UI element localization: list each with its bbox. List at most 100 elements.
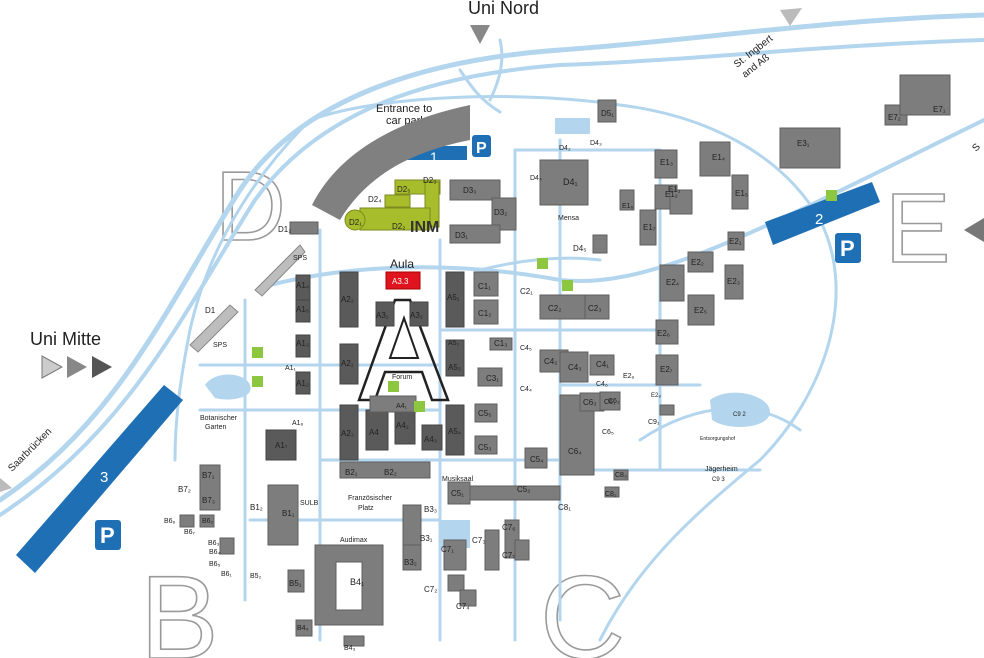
landmark-labels: Mensa Forum Audimax Musiksaal SULB Botan… — [200, 215, 738, 544]
building-label: C2₂ — [548, 304, 561, 313]
building-label: C7₄ — [456, 602, 470, 611]
botanischer-label-line1: Botanischer — [200, 415, 238, 422]
bus-stop-icon — [388, 381, 399, 392]
entrance-label-line1: Entrance to — [376, 103, 432, 115]
building-label: C9 2 — [733, 412, 746, 418]
building-label: D5₁ — [601, 109, 614, 118]
building-label: A1₄ — [296, 281, 309, 290]
building-labels: D1 D1₂ D2₁ D2₂ D2₃ D2₄ D2₅ D3₁ D3₂ D3₃ D… — [164, 105, 946, 652]
gate-uni-mitte: Uni Mitte — [30, 329, 101, 349]
building-label: A1₅ — [296, 305, 309, 314]
building-label: B5₁ — [289, 579, 302, 588]
building-label: C9 3 — [712, 477, 725, 483]
direction-arrow-icon — [67, 356, 87, 378]
building-label: A5₃ — [448, 363, 461, 372]
building-label: E1₃ — [660, 158, 673, 167]
bus-stop-icon — [826, 190, 837, 201]
building-label: D4₂ — [559, 145, 571, 152]
building-label: D3₂ — [494, 208, 507, 217]
forum-label: Forum — [392, 374, 412, 381]
building-inm[interactable] — [344, 179, 441, 231]
building-label: A2₂ — [341, 295, 354, 304]
parking-lot-2[interactable]: 2 — [765, 182, 880, 245]
jaegerheim-label: Jägerheim — [705, 466, 738, 473]
building-label: E2₂ — [691, 258, 704, 267]
building-label: C6₅ — [602, 429, 614, 436]
svg-text:P: P — [476, 140, 487, 157]
aula-building-label: A3.3 — [392, 277, 409, 286]
building-label: D4₄ — [530, 175, 542, 182]
building-label: D2₄ — [368, 195, 382, 204]
bus-stop-icons — [252, 190, 837, 412]
building-label: B1₁ — [282, 509, 295, 518]
building-label: A4₂ — [396, 421, 409, 430]
building-label: D3₁ — [455, 231, 468, 240]
building-label: D1₂ — [278, 225, 291, 234]
building-label: B3₁ — [420, 534, 433, 543]
musiksaal-label: Musiksaal — [442, 476, 474, 483]
bus-stop-icon — [414, 401, 425, 412]
building-label: C2₁ — [520, 287, 533, 296]
building-label: C1₂ — [478, 309, 491, 318]
building-label: D2₁ — [349, 218, 362, 227]
building-label: C4₂ — [544, 357, 557, 366]
building-label: A3₁ — [376, 311, 389, 320]
parking-lot-3-number: 3 — [100, 469, 108, 486]
building-label: B6₄ — [209, 549, 221, 556]
building-label: A1₇ — [275, 441, 288, 450]
building-label: B2₁ — [345, 468, 358, 477]
building-label: A1₃ — [296, 339, 309, 348]
building-label: B6₃ — [208, 540, 220, 547]
building-label: C4₅ — [520, 345, 532, 352]
building-label: A5₄ — [448, 427, 461, 436]
water-area — [555, 118, 590, 134]
parking-icon: P — [835, 233, 861, 263]
building-label: B7₃ — [202, 496, 215, 505]
building-label: E7₂ — [888, 113, 901, 122]
building-label: A5₁ — [447, 293, 460, 302]
building-label: E2₃ — [727, 277, 740, 286]
franz-platz-label-line1: Französischer — [348, 495, 393, 502]
building-label: D4₃ — [590, 140, 602, 147]
building-label: D2₅ — [397, 185, 410, 194]
audimax-label: Audimax — [340, 537, 368, 544]
building-label: A3₂ — [410, 311, 423, 320]
parking-lot-2-number: 2 — [815, 211, 823, 228]
building-label: C5₂ — [517, 485, 530, 494]
building-label: C2₃ — [588, 304, 601, 313]
building-label: D2₂ — [392, 222, 405, 231]
direction-arrow-icon — [0, 478, 12, 492]
building-label: E1₅ — [735, 189, 748, 198]
building-label: E1₁ — [668, 185, 681, 194]
buildings — [179, 74, 951, 647]
building-label: A4₁ — [396, 403, 408, 410]
aula-building[interactable] — [385, 271, 421, 290]
building-label: C7₃ — [472, 536, 485, 545]
building-label: C1₃ — [494, 339, 507, 348]
sulb-label: SULB — [300, 500, 319, 507]
sps-label-2: SPS — [213, 342, 227, 349]
parking-lot-3[interactable]: 3 — [16, 385, 183, 573]
bus-stop-icon — [252, 347, 263, 358]
building-label: A4₃ — [424, 435, 437, 444]
parking-icon: P — [95, 520, 121, 550]
building-d1-shape — [189, 304, 239, 353]
building-label: C4₁ — [596, 360, 609, 369]
building-label: B6₁ — [221, 571, 233, 578]
building-label: E2₄ — [666, 278, 679, 287]
building-label: B4₄ — [297, 625, 309, 632]
building-label: C4₄ — [520, 386, 532, 393]
bus-stop-icon — [562, 280, 573, 291]
building-label: E2₁ — [729, 237, 742, 246]
building-label: C6₄ — [568, 447, 582, 456]
building-label: C4₃ — [568, 363, 581, 372]
building-label: B5₂ — [250, 573, 262, 580]
building-label: B7₁ — [202, 471, 215, 480]
sps-label-1: SPS — [293, 255, 307, 262]
building-label: B7₂ — [178, 485, 191, 494]
building-label: C5₄ — [530, 455, 544, 464]
building-label: E1₆ — [622, 203, 634, 210]
building-label: D3₃ — [463, 186, 476, 195]
building-label: B6₇ — [184, 529, 196, 536]
